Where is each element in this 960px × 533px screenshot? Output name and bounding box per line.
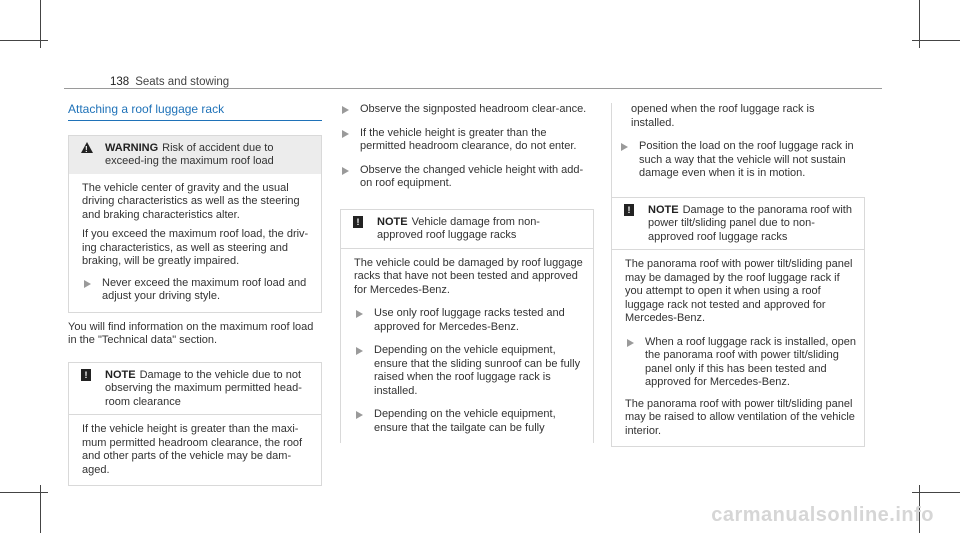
- crop-mark: [919, 0, 920, 48]
- crop-mark: [0, 492, 48, 493]
- page-header: 138 Seats and stowing: [110, 76, 229, 88]
- notice-keyword: NOTE: [377, 215, 408, 228]
- notice-paragraph: If the vehicle height is greater than th…: [82, 423, 303, 476]
- crop-mark: [40, 0, 41, 48]
- warning-headline: Risk of accident due to exceed-ing the m…: [105, 141, 274, 168]
- watermark: carmanualsonline.info: [711, 504, 934, 526]
- bullet-text: If the vehicle height is greater than th…: [360, 126, 577, 153]
- notice-body: The vehicle could be damaged by roof lug…: [341, 247, 593, 444]
- warning-body: The vehicle center of gravity and the us…: [69, 174, 321, 312]
- page-number: 138: [110, 76, 130, 88]
- bullet-item: Observe the signposted headroom clear-an…: [340, 103, 594, 117]
- bullet-text: Depending on the vehicle equipment, ensu…: [374, 344, 581, 397]
- notice-icon: !: [353, 215, 363, 228]
- notice-icon: !: [81, 368, 91, 381]
- notice-keyword: NOTE: [105, 368, 136, 381]
- crop-mark: [919, 485, 920, 533]
- bullet-item: Depending on the vehicle equipment, ensu…: [354, 344, 585, 398]
- warning-icon: [81, 141, 93, 156]
- arrow-bullet-icon: [356, 310, 363, 318]
- bullet-item: Depending on the vehicle equipment, ensu…: [354, 408, 585, 435]
- notice-keyword: NOTE: [648, 203, 679, 216]
- crop-mark: [40, 485, 41, 533]
- arrow-bullet-icon: [84, 279, 91, 288]
- arrow-bullet-icon: [621, 143, 628, 151]
- notice-icon: !: [624, 203, 634, 216]
- notice-body: If the vehicle height is greater than th…: [69, 414, 321, 485]
- notice-paragraph: The vehicle could be damaged by roof lug…: [354, 256, 583, 296]
- warning-keyword: WARNING: [105, 141, 159, 154]
- section-name: Seats and stowing: [135, 76, 230, 88]
- bullet-text: Position the load on the roof luggage ra…: [639, 140, 854, 179]
- arrow-bullet-icon: [342, 106, 349, 114]
- notice-headline: Damage to the panorama roof with power t…: [648, 203, 852, 243]
- bullet-item: Position the load on the roof luggage ra…: [619, 140, 865, 181]
- bullet-item: If the vehicle height is greater than th…: [340, 127, 594, 154]
- continued-text: opened when the roof luggage rack is ins…: [631, 103, 815, 129]
- header-rule: [64, 88, 882, 89]
- column-3: opened when the roof luggage rack is ins…: [611, 103, 865, 447]
- bullet-text: Observe the changed vehicle height with …: [360, 163, 584, 190]
- bullet-item: When a roof luggage rack is installed, o…: [625, 336, 856, 390]
- bullet-text: Observe the signposted headroom clear-an…: [360, 103, 587, 115]
- arrow-bullet-icon: [627, 338, 634, 347]
- arrow-bullet-icon: [342, 166, 349, 175]
- arrow-bullet-icon: [356, 411, 363, 419]
- notice-paragraph: The panorama roof with power tilt/slidin…: [625, 258, 853, 324]
- continuation-rule: [611, 103, 612, 201]
- column-2: Observe the signposted headroom clear-an…: [340, 103, 594, 443]
- bullet-item: Use only roof luggage racks tested and a…: [354, 307, 585, 334]
- arrow-bullet-icon: [342, 129, 349, 138]
- info-paragraph: You will find information on the maximum…: [68, 320, 314, 347]
- bullet-text: Depending on the vehicle equipment, ensu…: [374, 408, 556, 434]
- warning-paragraph: If you exceed the maximum roof load, the…: [82, 228, 309, 267]
- arrow-bullet-icon: [356, 347, 363, 355]
- bullet-text: When a roof luggage rack is installed, o…: [645, 335, 856, 389]
- bullet-text: Never exceed the maximum roof load and a…: [102, 276, 307, 303]
- notice-paragraph: The panorama roof with power tilt/slidin…: [625, 397, 855, 437]
- notice-headline: Vehicle damage from non-approved roof lu…: [377, 215, 540, 242]
- column-1: Attaching a roof luggage rack WARNINGRis…: [68, 102, 322, 486]
- notice-body: The panorama roof with power tilt/slidin…: [612, 249, 864, 446]
- bullet-item: Never exceed the maximum roof load and a…: [82, 277, 313, 304]
- crop-mark: [0, 40, 48, 41]
- bullet-item: Observe the changed vehicle height with …: [340, 164, 594, 191]
- bullet-text: Use only roof luggage racks tested and a…: [374, 307, 565, 333]
- crop-mark: [912, 492, 960, 493]
- section-title: Attaching a roof luggage rack: [68, 102, 322, 121]
- warning-paragraph: The vehicle center of gravity and the us…: [82, 181, 300, 221]
- crop-mark: [912, 40, 960, 41]
- notice-headline: Damage to the vehicle due to not observi…: [105, 368, 302, 408]
